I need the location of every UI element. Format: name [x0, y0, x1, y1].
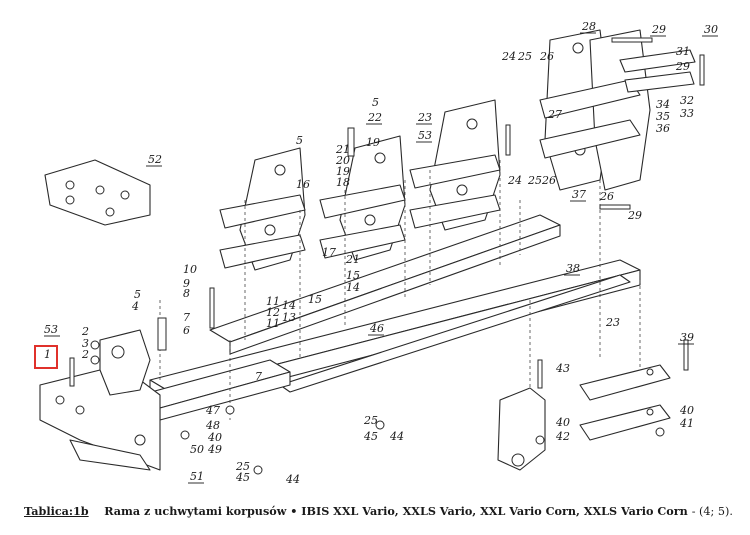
- callout-16: 16: [296, 178, 310, 191]
- callout-5b: 5: [296, 134, 303, 147]
- callout-7b: 7: [255, 370, 262, 383]
- callout-53b: 53: [418, 129, 432, 142]
- callout-23b: 23: [605, 316, 620, 329]
- callout-12: 12: [266, 306, 280, 319]
- callout-44: 44: [389, 430, 404, 443]
- shank-holder-1: [219, 147, 306, 271]
- callout-25c: 25: [363, 414, 378, 427]
- callout-45: 45: [363, 430, 378, 443]
- callout-6: 6: [183, 324, 190, 337]
- callout-labels: 1 2 2 3 4 5 5 5 6 7 7 8 9 10 11 11 12 13…: [34, 20, 718, 486]
- callout-42: 42: [555, 430, 570, 443]
- callout-20: 20: [335, 154, 350, 167]
- rear-bar: [279, 274, 631, 393]
- callout-31: 31: [676, 45, 690, 58]
- upper-frame-beam: [209, 214, 561, 355]
- callout-51: 51: [190, 470, 204, 483]
- callout-33: 33: [680, 107, 694, 120]
- callout-1-highlight: [34, 345, 58, 369]
- callout-15b: 15: [346, 269, 360, 282]
- callout-21: 21: [335, 143, 350, 156]
- callout-32: 32: [680, 94, 694, 107]
- caption-table-ref: Tablica:1b: [24, 504, 89, 518]
- callout-43: 43: [555, 362, 570, 375]
- callout-35: 35: [656, 110, 670, 123]
- callout-25b: 25: [527, 174, 542, 187]
- callout-47: 47: [205, 404, 220, 417]
- callout-19b: 19: [366, 136, 380, 149]
- figure-caption: Tablica:1b Rama z uchwytami korpusów • I…: [24, 504, 734, 518]
- callout-13: 13: [282, 311, 296, 324]
- callout-36: 36: [656, 122, 670, 135]
- callout-25d: 25: [235, 460, 250, 473]
- callout-29b: 29: [675, 60, 690, 73]
- callout-24: 24: [501, 50, 516, 63]
- callout-9: 9: [183, 277, 190, 290]
- callout-27: 27: [547, 108, 562, 121]
- callout-40b: 40: [679, 404, 694, 417]
- callout-37: 37: [572, 188, 586, 201]
- callout-49: 49: [207, 443, 222, 456]
- shank-holder-rear: [539, 29, 696, 191]
- callout-7: 7: [183, 311, 190, 324]
- callout-3: 3: [82, 337, 89, 350]
- rear-bracket-lower: [497, 364, 671, 471]
- callout-40: 40: [555, 416, 570, 429]
- callout-26: 26: [539, 50, 554, 63]
- callout-41: 41: [679, 417, 694, 430]
- caption-suffix: - (4; 5).: [691, 505, 733, 518]
- callout-15: 15: [308, 293, 322, 306]
- callout-28: 28: [581, 20, 596, 33]
- callout-53: 53: [44, 323, 58, 336]
- callout-52: 52: [148, 153, 162, 166]
- callout-34: 34: [656, 98, 670, 111]
- exploded-frame-diagram: 1 2 2 3 4 5 5 5 6 7 7 8 9 10 11 11 12 13…: [34, 20, 718, 486]
- callout-26b: 26: [541, 174, 556, 187]
- callout-18: 18: [336, 176, 350, 189]
- caption-title: Rama z uchwytami korpusów • IBIS XXL Var…: [104, 504, 688, 518]
- callout-10: 10: [183, 263, 197, 276]
- callout-22: 22: [367, 111, 382, 124]
- callout-8: 8: [183, 287, 190, 300]
- callout-14b: 14: [346, 281, 360, 294]
- callout-46: 46: [369, 322, 384, 335]
- callout-39: 39: [680, 331, 694, 344]
- callout-11: 11: [266, 295, 280, 308]
- callout-1: 1: [44, 348, 51, 361]
- callout-38: 38: [566, 262, 580, 275]
- callout-5c: 5: [372, 96, 379, 109]
- callout-17: 17: [322, 246, 336, 259]
- callout-44b: 44: [285, 473, 300, 486]
- shank-holder-2: [319, 135, 406, 261]
- callout-underlines: [44, 32, 718, 484]
- callout-24b: 24: [507, 174, 522, 187]
- front-hitch-assembly: [39, 329, 161, 471]
- callout-2b: 2: [81, 348, 89, 361]
- callout-4: 4: [131, 300, 139, 313]
- callout-14: 14: [282, 299, 296, 312]
- callout-40c: 40: [207, 431, 222, 444]
- callout-29: 29: [651, 23, 666, 36]
- callout-19: 19: [336, 165, 350, 178]
- callout-30: 30: [704, 23, 718, 36]
- callout-23: 23: [417, 111, 432, 124]
- callout-2: 2: [81, 325, 89, 338]
- callout-26c: 26: [599, 190, 614, 203]
- callout-21b: 21: [345, 253, 360, 266]
- callout-29c: 29: [627, 209, 642, 222]
- callout-11b: 11: [266, 317, 280, 330]
- callout-25: 25: [517, 50, 532, 63]
- callout-5: 5: [134, 288, 141, 301]
- shank-holder-3: [409, 99, 501, 231]
- callout-50: 50: [190, 443, 204, 456]
- bolts: [69, 37, 705, 475]
- callout-45b: 45: [235, 471, 250, 484]
- part-52-plate: [44, 159, 151, 226]
- callout-48: 48: [205, 419, 220, 432]
